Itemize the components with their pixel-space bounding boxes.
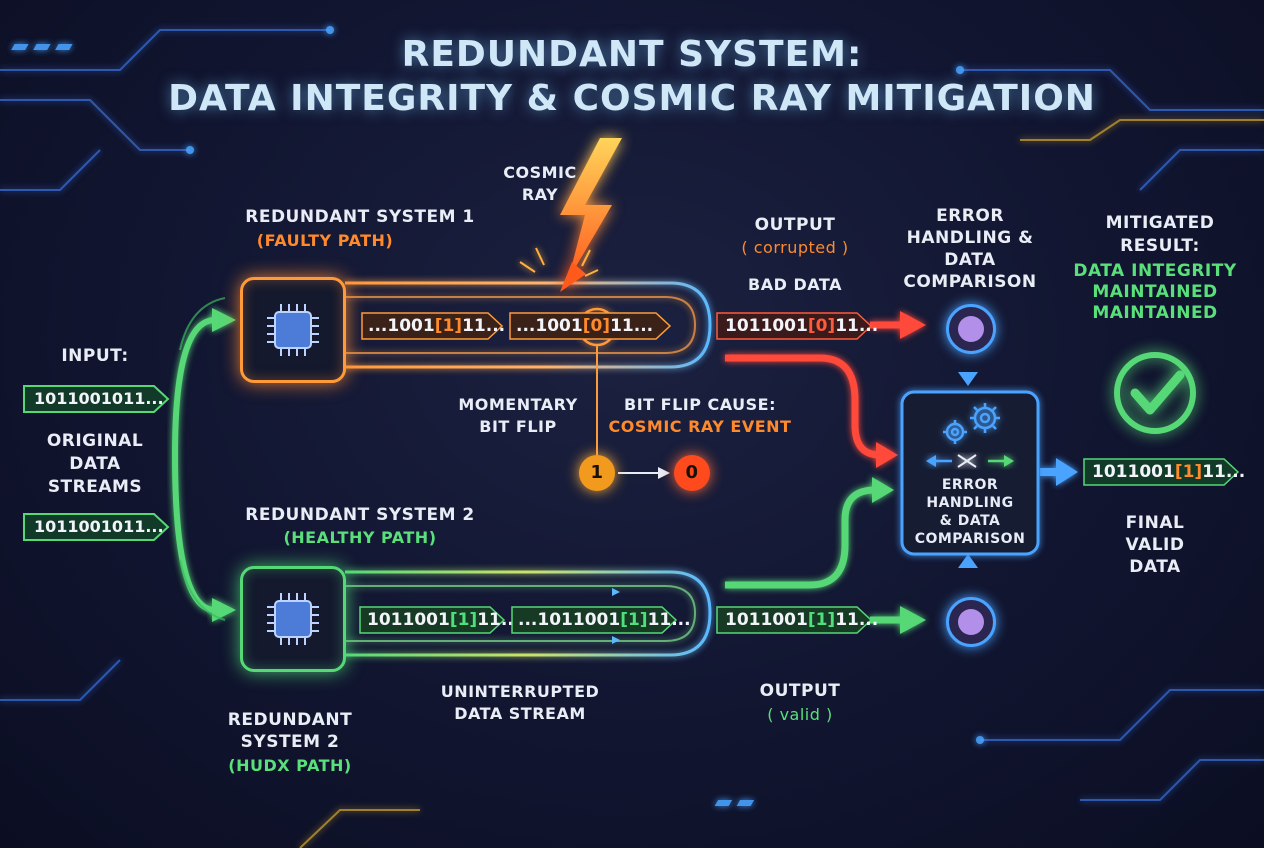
output-good-stream: 1011001[1]11... xyxy=(725,610,879,630)
final-label-2: VALID xyxy=(1125,535,1185,555)
error-box-label-3: & DATA xyxy=(939,513,1001,529)
output-bad-status: ( corrupted ) xyxy=(741,238,849,257)
mitigated-label-4: MAINTAINED xyxy=(1092,282,1218,302)
error-top-label-2: HANDLING & xyxy=(906,228,1034,248)
check-mark-icon xyxy=(1114,352,1196,434)
comparison-box xyxy=(900,390,1040,556)
system2-title: REDUNDANT SYSTEM 2 xyxy=(245,505,475,525)
mitigated-label-5: MAINTAINED xyxy=(1092,303,1218,323)
input-split-arrows xyxy=(172,317,218,613)
input-stream-tag-top xyxy=(23,385,170,413)
output-good-title: OUTPUT xyxy=(759,681,841,701)
gears-icon xyxy=(943,403,1000,444)
uninterrupted-label-2: DATA STREAM xyxy=(454,704,586,723)
error-box-label-2: HANDLING xyxy=(926,495,1014,511)
cosmic-ray-label-1: COSMIC xyxy=(503,163,577,182)
system1-subtitle: (FAULTY PATH) xyxy=(256,231,394,250)
input-stream-top: 1011001011... xyxy=(34,389,164,408)
error-box-label-1: ERROR xyxy=(941,477,999,493)
system2-stream-a: 1011001[1]11... xyxy=(367,610,521,630)
input-stream-tag-bottom xyxy=(23,513,170,541)
system2-chip xyxy=(240,566,346,672)
output-bad-title: OUTPUT xyxy=(754,215,836,235)
final-stream: 1011001[1]11... xyxy=(1092,462,1246,482)
good-output-arrow xyxy=(725,477,926,634)
bad-output-arrow xyxy=(725,311,926,468)
uninterrupted-label-1: UNINTERRUPTED xyxy=(440,682,600,701)
system2-subtitle: (HEALTHY PATH) xyxy=(283,528,437,547)
diagram-title-line1: REDUNDANT SYSTEM: xyxy=(401,34,863,75)
output-bad-stream: 1011001[0]11... xyxy=(725,316,879,336)
output-good-status: ( valid ) xyxy=(767,705,833,724)
output-good-tag xyxy=(716,606,873,634)
streams-label-2: DATA xyxy=(69,454,121,474)
bottom-system-label-1: REDUNDANT xyxy=(227,710,353,730)
system1-stream-tag-b xyxy=(509,312,672,340)
output-bad-tag xyxy=(716,312,873,340)
shuffle-arrows-icon xyxy=(926,454,1014,468)
system1-stream-b: ...1001[0]11... xyxy=(516,316,654,336)
system1-title: REDUNDANT SYSTEM 1 xyxy=(245,207,475,227)
bottom-system-label-3: (HUDX PATH) xyxy=(228,756,352,775)
final-label-1: FINAL xyxy=(1125,513,1185,533)
final-label-3: DATA xyxy=(1129,557,1181,577)
compare-node-bottom xyxy=(946,597,996,647)
input-stream-bottom: 1011001011... xyxy=(34,517,164,536)
faulty-pipe xyxy=(345,281,712,369)
streams-label-1: ORIGINAL xyxy=(46,431,144,451)
error-top-label-1: ERROR xyxy=(936,206,1004,226)
bad-data-label: BAD DATA xyxy=(748,275,842,294)
mitigated-label-1: MITIGATED xyxy=(1105,213,1215,233)
input-label: INPUT: xyxy=(61,346,129,366)
bit-before-node: 1 xyxy=(579,455,615,491)
lightning-bolt-icon xyxy=(560,138,622,292)
cpu-chip-icon xyxy=(267,304,319,356)
bottom-system-label-2: SYSTEM 2 xyxy=(240,732,340,752)
momentary-label-1: MOMENTARY xyxy=(458,395,578,414)
healthy-pipe xyxy=(345,570,712,657)
flip-cause-label: BIT FLIP CAUSE: xyxy=(624,395,776,414)
system1-stream-tag-a xyxy=(361,312,504,340)
final-stream-tag xyxy=(1083,458,1240,486)
error-box-label-4: COMPARISON xyxy=(914,531,1026,547)
momentary-label-2: BIT FLIP xyxy=(479,417,557,436)
mitigated-label-2: RESULT: xyxy=(1120,236,1200,256)
system1-chip xyxy=(240,277,346,383)
bit-after-node: 0 xyxy=(674,455,710,491)
system2-stream-b: ...1011001[1]11... xyxy=(518,610,691,630)
system2-stream-tag-b xyxy=(511,606,678,634)
circuit-decoration xyxy=(0,29,1264,801)
system1-stream-a: ...1001[1]11... xyxy=(368,316,506,336)
diagram-title-line2: DATA INTEGRITY & COSMIC RAY MITIGATION xyxy=(168,78,1096,119)
flip-cause-value: COSMIC RAY EVENT xyxy=(608,417,792,436)
error-top-label-4: COMPARISON xyxy=(903,272,1037,292)
error-top-label-3: DATA xyxy=(944,250,996,270)
cpu-chip-icon xyxy=(267,593,319,645)
streams-label-3: STREAMS xyxy=(47,477,143,497)
mitigated-label-3: DATA INTEGRITY xyxy=(1073,261,1237,281)
cosmic-ray-label-2: RAY xyxy=(521,185,559,204)
compare-node-top xyxy=(946,304,996,354)
system2-stream-tag-a xyxy=(359,606,506,634)
